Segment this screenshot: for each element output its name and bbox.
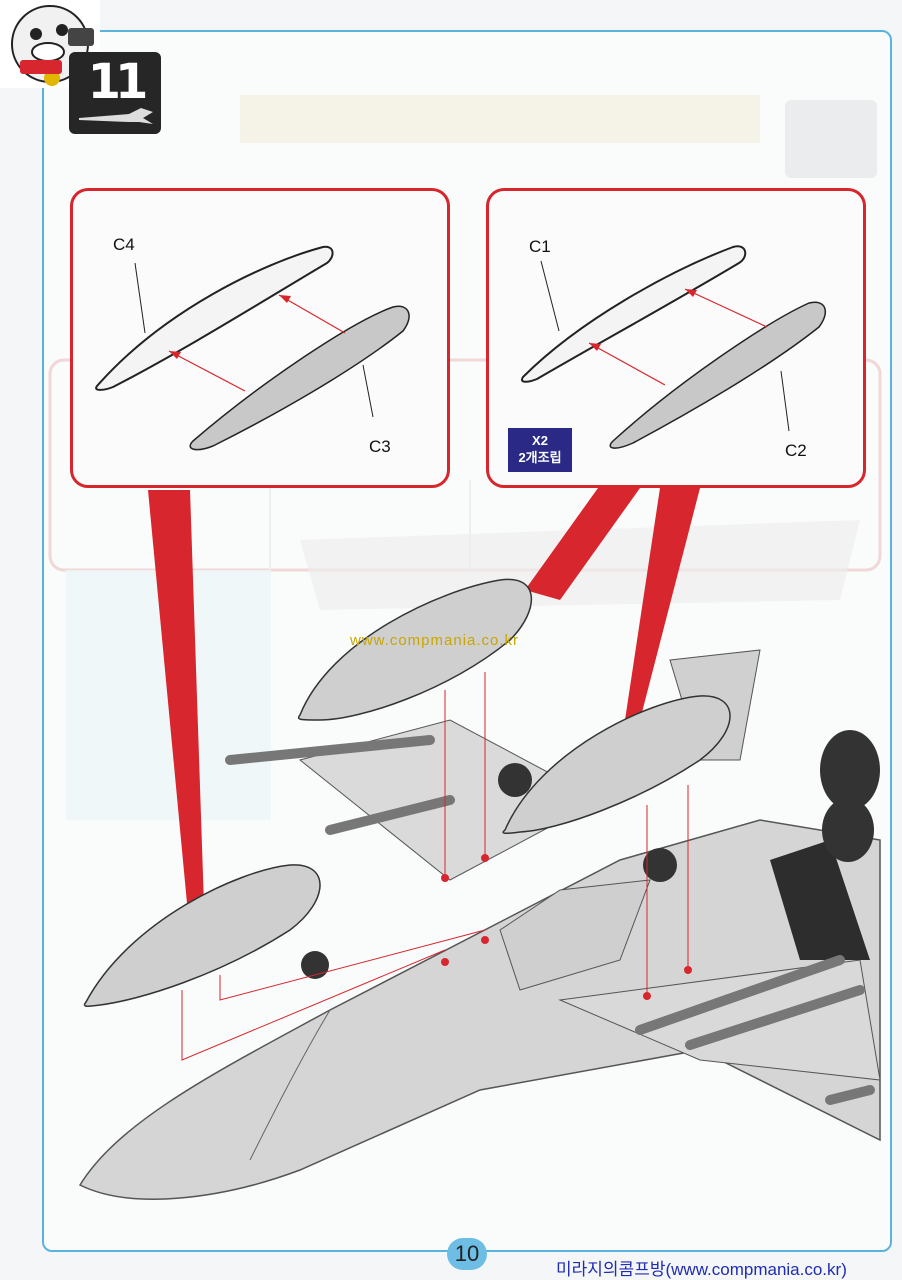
missile-3	[635, 955, 845, 1035]
quantity-badge-line1: X2	[532, 433, 548, 448]
attachment-points	[441, 854, 692, 1000]
page-number: 10	[447, 1238, 487, 1270]
gear-door-panel-top	[297, 578, 533, 721]
part-diagram-c4-c3	[95, 245, 410, 451]
quantity-badge-line2: 2개조립	[518, 450, 562, 465]
callout-beam-right-a	[525, 488, 640, 600]
missile-2	[325, 795, 455, 835]
callout-beam-left	[148, 490, 205, 935]
canopy	[499, 879, 651, 991]
nose-gear-wheel	[301, 951, 329, 979]
gear-door-panel-left	[83, 864, 321, 1007]
part-label-c3: C3	[369, 437, 391, 456]
horizontal-stabilizer	[770, 840, 870, 960]
part-label-c4: C4	[113, 235, 135, 254]
engine-nozzle-bottom	[822, 798, 874, 862]
missile-1	[225, 735, 435, 765]
step-number-badge: 11	[69, 52, 161, 134]
footer-credit[interactable]: 미라지의콤프방(www.compmania.co.kr)	[556, 1260, 847, 1279]
missile-5	[825, 1085, 875, 1105]
main-gear-wheel-right	[643, 848, 677, 882]
step-number: 11	[87, 54, 149, 110]
missile-4	[685, 985, 865, 1050]
part-label-c1: C1	[529, 237, 551, 256]
fuselage	[78, 819, 881, 1200]
jet-silhouette-icon	[79, 108, 153, 124]
right-wing	[558, 959, 881, 1081]
watermark: www.compmania.co.kr	[350, 632, 520, 649]
gear-door-panel-right	[502, 695, 731, 835]
main-gear-wheel-left	[498, 763, 532, 797]
callout-panel-left: C4 C3	[70, 188, 450, 488]
part-diagram-c1-c2	[521, 245, 827, 449]
alignment-guides	[181, 672, 689, 1061]
part-label-c2: C2	[785, 441, 807, 460]
quantity-badge: X2 2개조립	[508, 428, 572, 472]
callout-beam-right-b	[625, 488, 700, 720]
engine-nozzle-top	[820, 730, 880, 810]
